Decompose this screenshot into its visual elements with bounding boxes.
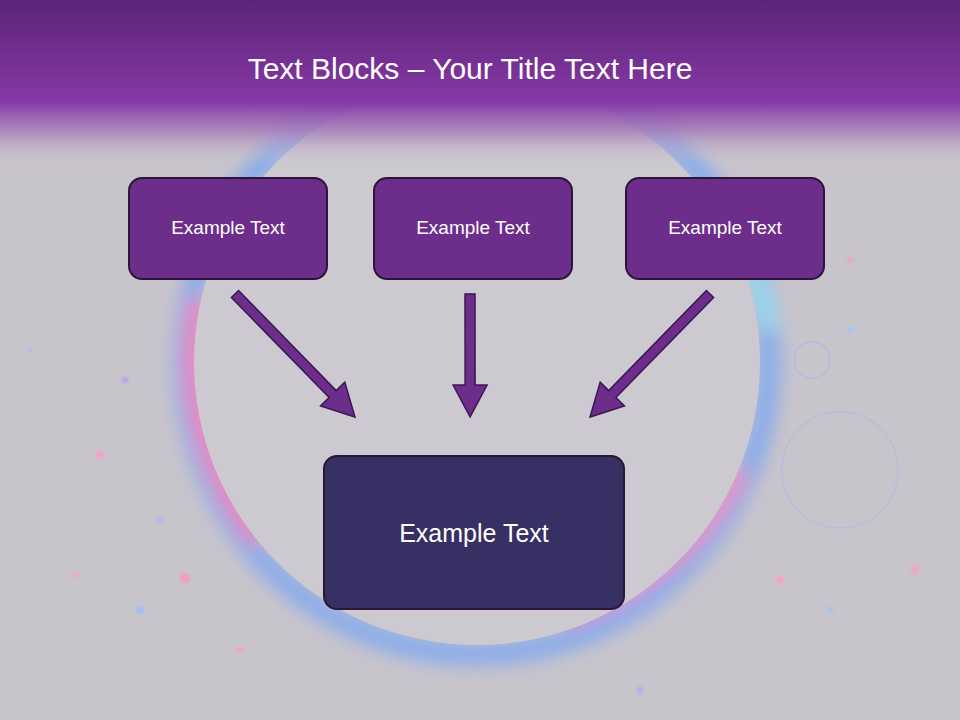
block-text: Example Text: [668, 217, 782, 240]
slide-title: Text Blocks – Your Title Text Here: [0, 52, 940, 86]
block-text: Example Text: [416, 217, 530, 240]
flow-arrow: [453, 294, 487, 417]
text-block: Example Text: [373, 177, 573, 280]
text-block: Example Text: [128, 177, 328, 280]
text-block: Example Text: [625, 177, 825, 280]
flow-arrow: [231, 291, 355, 418]
block-text: Example Text: [399, 518, 549, 548]
block-text: Example Text: [171, 217, 285, 240]
result-box: Example Text: [323, 455, 625, 610]
flow-arrow: [590, 291, 714, 418]
